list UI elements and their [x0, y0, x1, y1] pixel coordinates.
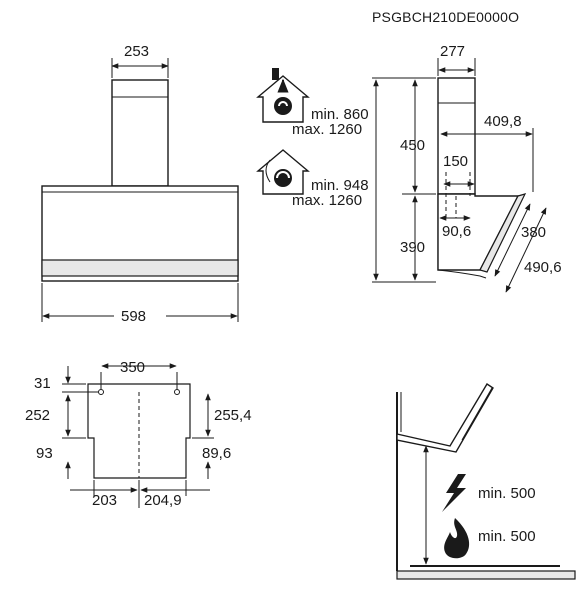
- bracket-offset-label: 150: [443, 153, 468, 170]
- side-chimney: [437, 77, 476, 195]
- recirculation-min-label: min. 948: [311, 177, 369, 194]
- electric-min-label: min. 500: [478, 485, 536, 502]
- extraction-mode-icon: [256, 68, 310, 123]
- hood-height-label: 390: [400, 239, 425, 256]
- chimney-depth-label: 277: [440, 43, 465, 60]
- mount-hole-left: [98, 389, 104, 395]
- cooktop: [396, 570, 576, 580]
- front-chimney: [111, 79, 169, 187]
- model-code: PSGBCH210DE0000O: [372, 9, 519, 25]
- hood-width-label: 598: [121, 308, 146, 325]
- right-height-label: 255,4: [214, 407, 252, 424]
- right-bottom-label: 89,6: [202, 445, 231, 462]
- mount-hole-right: [174, 389, 180, 395]
- mounting-view: 350 31 252 93 255,4 89,6 203 204,9: [25, 359, 252, 509]
- extraction-min-label: min. 860: [311, 106, 369, 123]
- left-width-label: 203: [92, 492, 117, 509]
- overall-depth-label: 409,8: [484, 113, 522, 130]
- panel-height-label: 380: [521, 224, 546, 241]
- clearance-view: min. 500 min. 500: [396, 383, 576, 580]
- right-width-label: 204,9: [144, 492, 182, 509]
- gas-min-label: min. 500: [478, 528, 536, 545]
- top-offset-label: 31: [34, 375, 51, 392]
- extraction-max-label: max. 1260: [292, 121, 362, 138]
- chimney-width-label: 253: [124, 43, 149, 60]
- panel-length-label: 490,6: [524, 259, 562, 276]
- chimney-height-label: 450: [400, 137, 425, 154]
- gas-flame-icon: [444, 518, 470, 559]
- electric-hob-icon: [442, 474, 466, 512]
- left-bottom-label: 93: [36, 445, 53, 462]
- hole-spacing-label: 350: [120, 359, 145, 376]
- clearance-hood: [396, 383, 494, 453]
- recirculation-max-label: max. 1260: [292, 192, 362, 209]
- recirculation-mode-icon: [256, 149, 310, 195]
- bracket-depth-label: 90,6: [442, 223, 471, 240]
- front-view: 253 598: [41, 43, 239, 325]
- mounting-outline: [87, 383, 191, 479]
- left-height-label: 252: [25, 407, 50, 424]
- side-view: 277 409,8 450 390 150 90,6 380 490,6: [372, 43, 562, 293]
- front-hood-panel: [41, 259, 239, 277]
